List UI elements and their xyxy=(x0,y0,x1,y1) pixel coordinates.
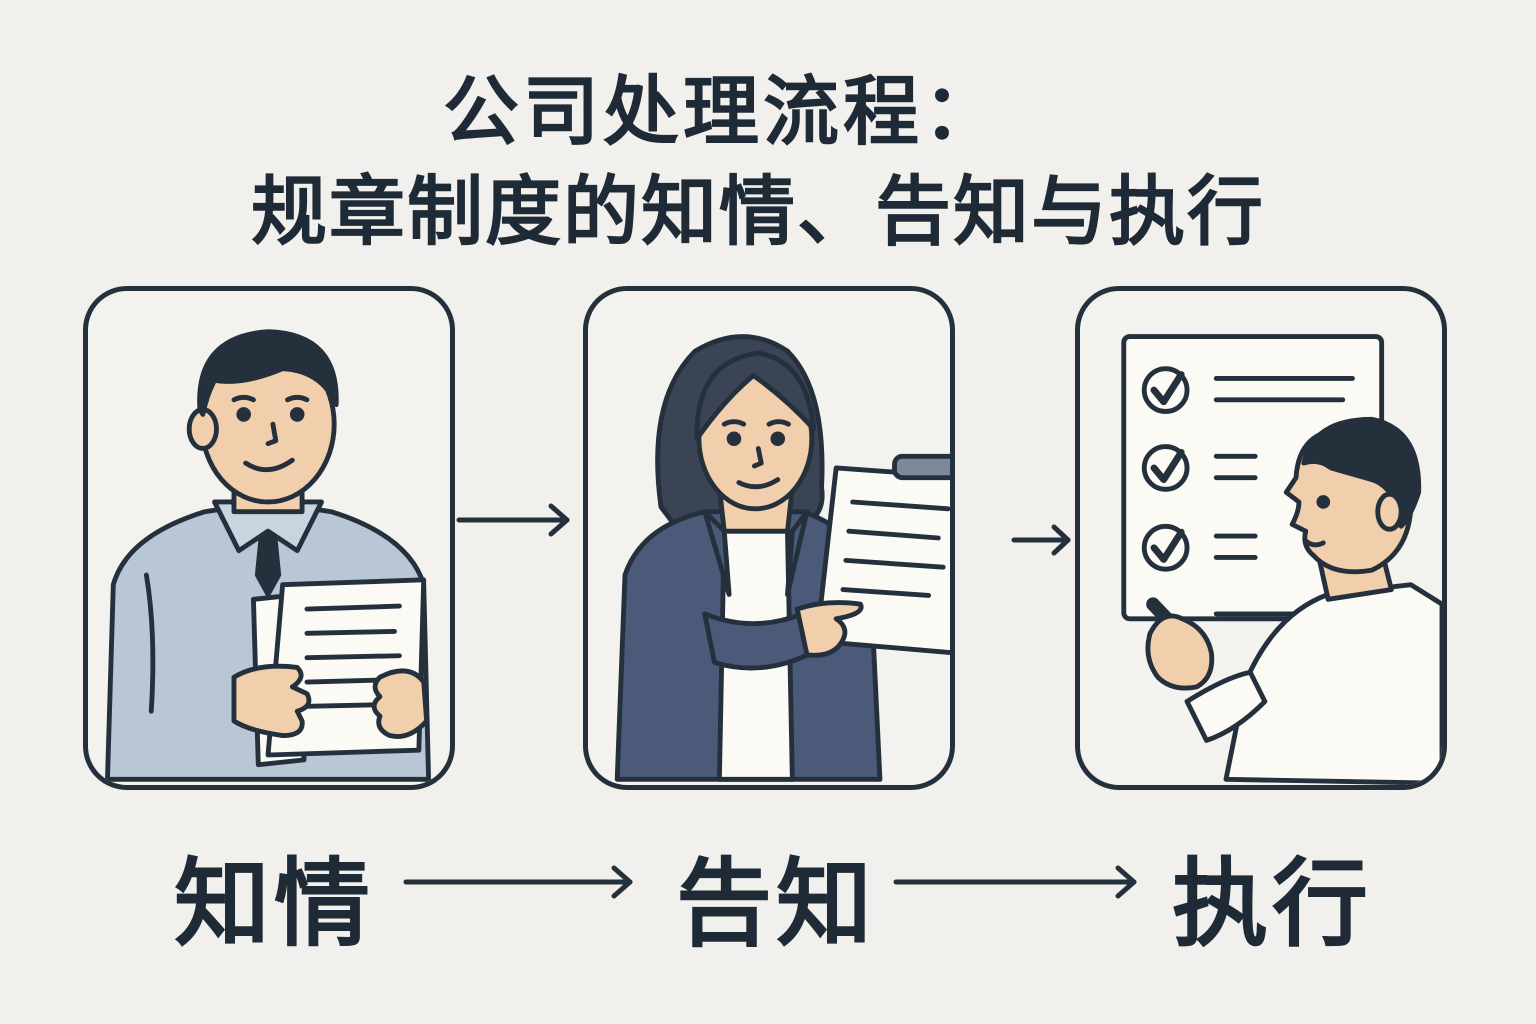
title-line-2: 规章制度的知情、告知与执行 xyxy=(251,167,1265,256)
step-label-execution: 执行 xyxy=(1172,848,1372,960)
arrow-right-icon xyxy=(1011,524,1071,556)
step-panel-awareness xyxy=(83,286,455,790)
title-line-1: 公司处理流程： xyxy=(443,67,1003,156)
employee-reading-document-icon xyxy=(105,329,432,782)
arrow-right-icon xyxy=(403,865,633,899)
step-label-notification: 告知 xyxy=(676,848,876,960)
step-panel-execution xyxy=(1075,286,1447,790)
manager-presenting-clipboard-icon xyxy=(614,334,950,782)
arrow-right-icon xyxy=(893,865,1137,899)
arrow-right-icon xyxy=(456,503,570,537)
step-label-awareness: 知情 xyxy=(174,848,374,960)
employee-checking-checklist-icon xyxy=(1121,334,1442,785)
step-panel-notification xyxy=(583,286,955,790)
